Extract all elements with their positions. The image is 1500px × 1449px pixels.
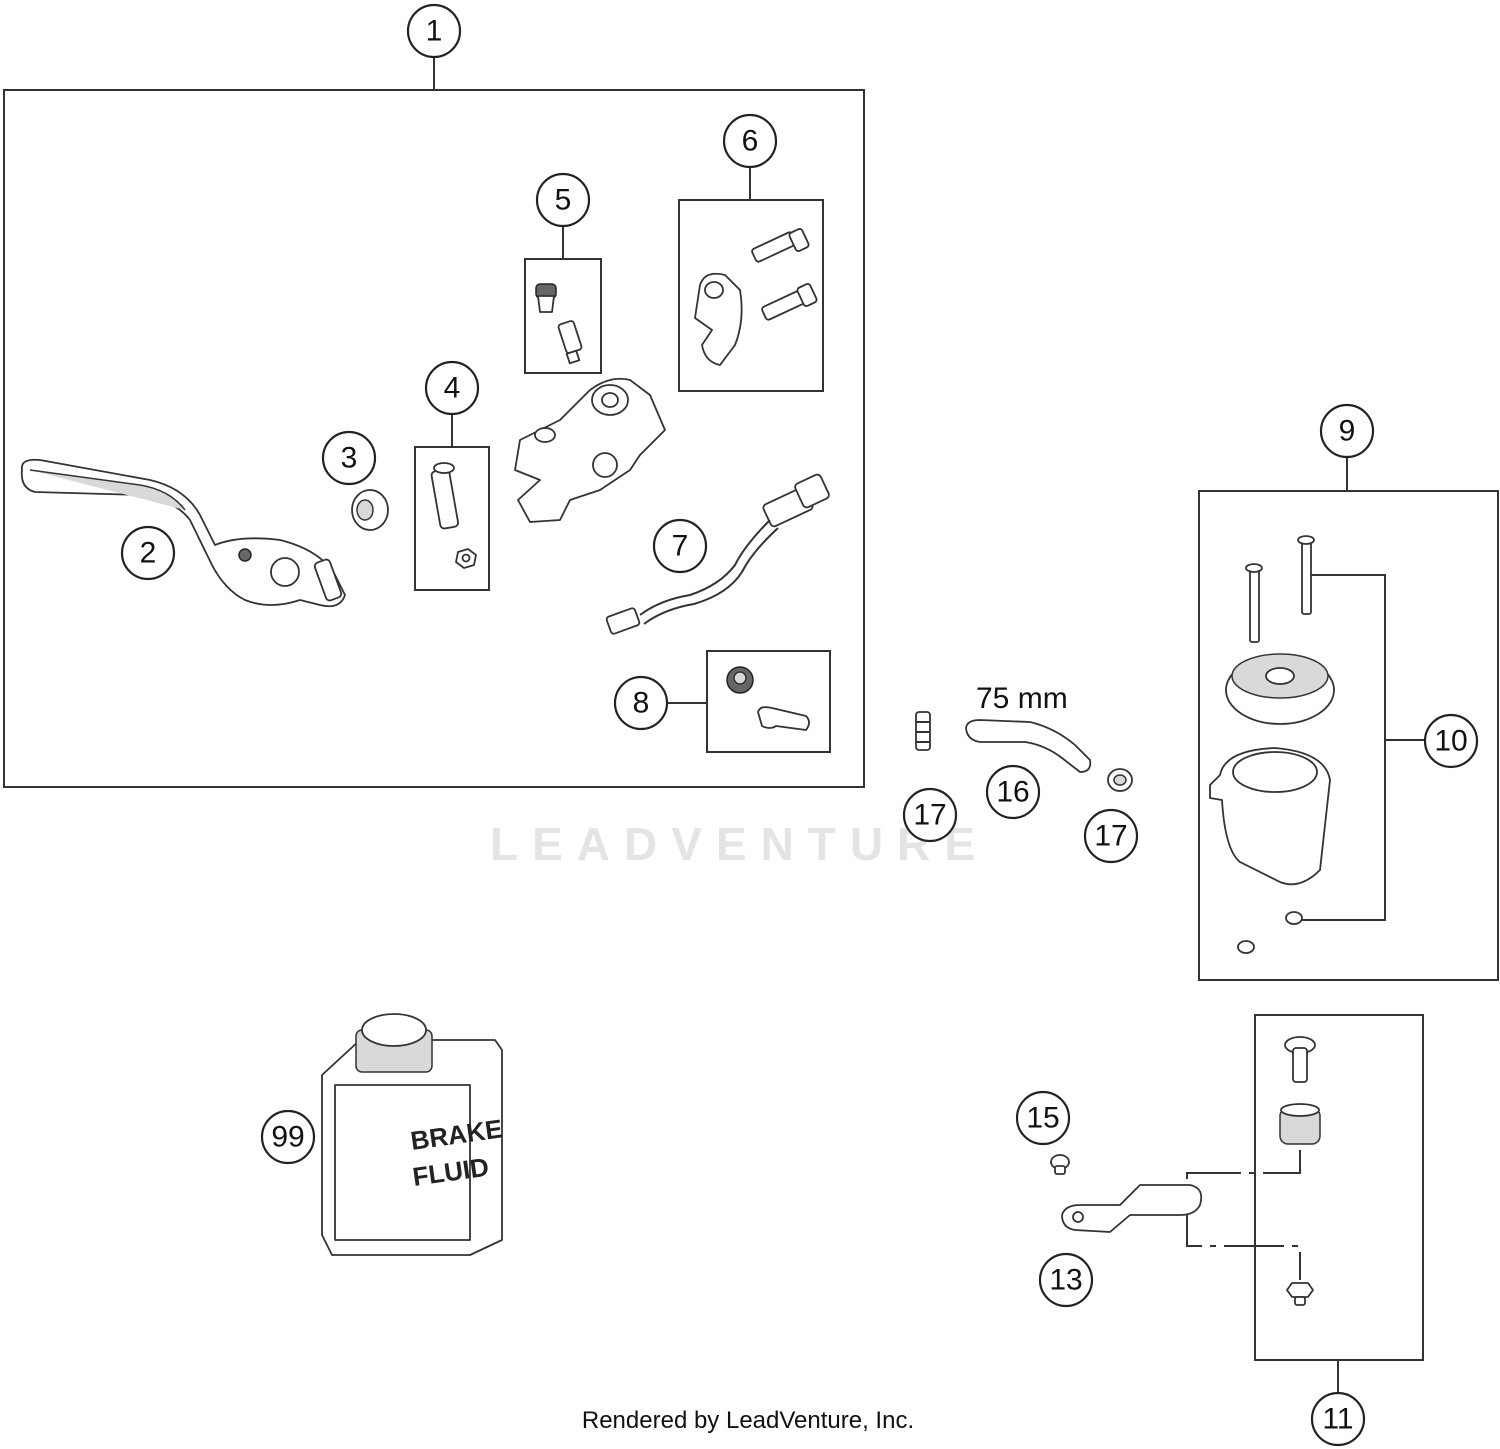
callout-label: 7 [672, 530, 689, 563]
pivot-pin-part [430, 462, 459, 530]
reservoir-bracket-part [1061, 1184, 1203, 1233]
watermark-text: LEADVENTURE [490, 818, 989, 870]
callout-label: 1 [426, 15, 443, 48]
brake-fluid-bottle-part: BRAKE FLUID [321, 1013, 504, 1256]
mounting-bolt-part-11 [1284, 1036, 1316, 1083]
callout-label: 15 [1026, 1102, 1059, 1135]
leader-10-bracket [1300, 574, 1386, 921]
brake-switch-cable-part [605, 473, 830, 635]
callout-label: 5 [555, 184, 572, 217]
callout-17a[interactable]: 17 [902, 787, 958, 843]
callout-label: 8 [633, 687, 650, 720]
callout-13[interactable]: 13 [1038, 1252, 1094, 1308]
group-box-9 [1198, 490, 1499, 981]
callout-label: 4 [444, 372, 461, 405]
bleeder-valve-part [535, 283, 583, 365]
screw-part-6b [761, 283, 818, 321]
callout-label: 13 [1049, 1264, 1082, 1297]
reservoir-screw-part-a [1245, 563, 1263, 643]
hose-fitting-part [757, 706, 810, 731]
callout-2[interactable]: 2 [120, 525, 176, 581]
mounting-screw-part-11 [1286, 1282, 1314, 1306]
callout-16[interactable]: 16 [985, 764, 1041, 820]
callout-label: 11 [1322, 1403, 1353, 1436]
callout-label: 2 [140, 537, 157, 570]
footer-credit: Rendered by LeadVenture, Inc. [582, 1407, 914, 1434]
reservoir-container-part [1209, 747, 1331, 886]
callout-15[interactable]: 15 [1015, 1090, 1071, 1146]
master-cylinder-part [514, 377, 666, 523]
callout-label: 17 [913, 799, 946, 832]
callout-6[interactable]: 6 [722, 113, 778, 169]
rubber-grommet-part-11 [1279, 1103, 1321, 1145]
clamp-part [694, 272, 743, 366]
hose-clamp-part-a [915, 711, 931, 751]
callout-9[interactable]: 9 [1319, 403, 1375, 459]
callout-label: 99 [271, 1121, 304, 1154]
hose-length-label: 75 mm [976, 682, 1068, 715]
callout-1[interactable]: 1 [406, 3, 462, 59]
brake-lever-part [20, 458, 346, 608]
callout-11[interactable]: 11 [1310, 1391, 1366, 1447]
hose-clamp-part-b [1107, 768, 1133, 792]
callout-label: 10 [1434, 725, 1467, 758]
nut-part-4 [455, 548, 477, 569]
group-box-11 [1254, 1014, 1424, 1361]
callout-7[interactable]: 7 [652, 518, 708, 574]
callout-label: 6 [742, 125, 759, 158]
group-box-5 [524, 258, 602, 374]
screw-part-6a [751, 228, 810, 263]
callout-10[interactable]: 10 [1423, 713, 1479, 769]
dust-boot-part [351, 489, 389, 531]
reservoir-screw-part-b [1297, 535, 1315, 615]
callout-label: 9 [1339, 415, 1356, 448]
callout-99[interactable]: 99 [260, 1109, 316, 1165]
reservoir-nut-part-a [1285, 911, 1303, 925]
callout-17b[interactable]: 17 [1083, 808, 1139, 864]
callout-8[interactable]: 8 [613, 675, 669, 731]
brake-hose-part [965, 719, 1092, 773]
reservoir-nut-part-b [1237, 940, 1255, 954]
callout-label: 17 [1094, 820, 1127, 853]
leader-11-assembly [1186, 1150, 1301, 1280]
reservoir-cap-part [1225, 653, 1335, 725]
bracket-screw-part [1050, 1154, 1070, 1175]
fitting-cap-part [726, 666, 754, 694]
callout-label: 3 [341, 442, 358, 475]
group-box-8 [706, 650, 831, 753]
callout-3[interactable]: 3 [321, 430, 377, 486]
callout-label: 16 [996, 776, 1029, 809]
callout-5[interactable]: 5 [535, 172, 591, 228]
callout-4[interactable]: 4 [424, 360, 480, 416]
